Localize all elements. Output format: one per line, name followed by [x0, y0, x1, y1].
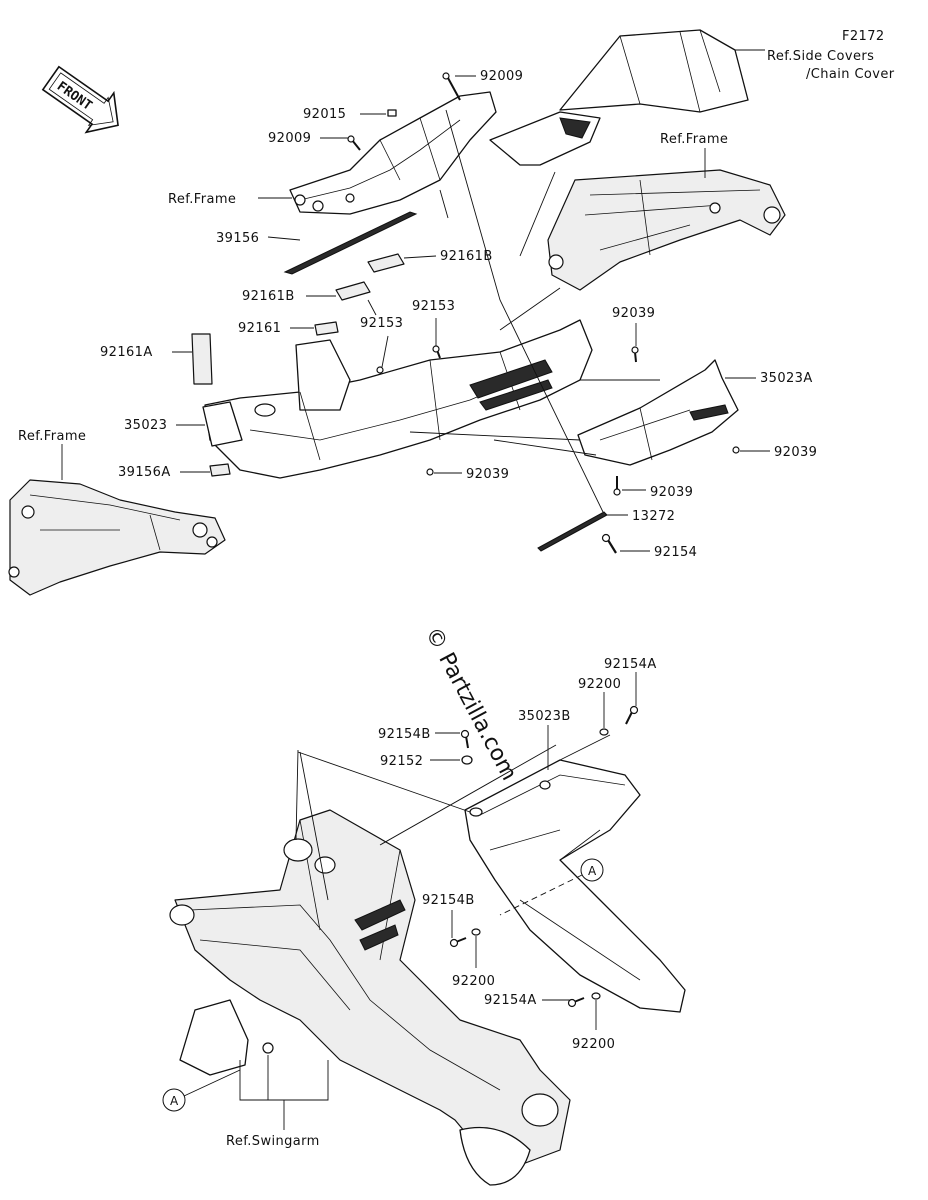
undertray-main	[204, 319, 593, 479]
label-92161A: 92161A	[100, 345, 153, 360]
front-arrow: FRONT	[41, 65, 119, 134]
label-92039-c: 92039	[774, 445, 817, 460]
label-92152: 92152	[380, 754, 423, 769]
bolt-92154A-b	[567, 997, 585, 1008]
callout-a-left	[162, 1088, 186, 1112]
ref-frame-left-label: Ref.Frame	[18, 429, 86, 444]
washer-92200-b	[471, 928, 481, 936]
label-92161B-b: 92161B	[242, 289, 295, 304]
pad-92161	[314, 321, 339, 336]
label-92161: 92161	[238, 321, 281, 336]
bolt-92009-a	[442, 72, 461, 101]
washer-92200-c	[591, 992, 601, 1000]
label-92039-b: 92039	[466, 467, 509, 482]
label-35023B: 35023B	[518, 709, 571, 724]
bolt-92009-b	[347, 135, 361, 151]
bolt-92153-b	[432, 345, 441, 359]
bolt-92039-a	[631, 346, 639, 363]
cover-35023	[202, 401, 243, 447]
label-39156A: 39156A	[118, 465, 171, 480]
ref-chain-cover-label: /Chain Cover	[806, 67, 895, 82]
upper-bracket	[289, 91, 497, 215]
label-92015: 92015	[303, 107, 346, 122]
bolt-92154A-a	[625, 705, 639, 725]
swingarm-ref	[169, 809, 571, 1186]
label-35023: 35023	[124, 418, 167, 433]
bolt-92154B-b	[449, 937, 467, 948]
bolt-92153-c	[376, 366, 384, 374]
label-92009-b: 92009	[268, 131, 311, 146]
bolt-92154B-a	[460, 729, 470, 749]
bolt-92039-d	[613, 476, 621, 496]
label-92039-a: 92039	[612, 306, 655, 321]
label-92161B-a: 92161B	[440, 249, 493, 264]
figure-code: F2172	[842, 29, 885, 44]
label-92154B-a: 92154B	[378, 727, 431, 742]
label-13272: 13272	[632, 509, 675, 524]
pad-92161A	[191, 333, 213, 385]
frame-ref-left	[8, 479, 226, 596]
callout-a-left-label: A	[170, 1094, 179, 1108]
label-92153-b: 92153	[412, 299, 455, 314]
label-92154A-a: 92154A	[604, 657, 657, 672]
swingarm-bracket	[179, 999, 274, 1076]
label-92154B-b: 92154B	[422, 893, 475, 908]
bolt-92154	[601, 533, 617, 554]
label-92153-a: 92153	[360, 316, 403, 331]
label-92039-d: 92039	[650, 485, 693, 500]
clip-92015	[387, 109, 397, 117]
chain-guard-35023B	[464, 759, 686, 1013]
label-39156: 39156	[216, 231, 259, 246]
undercowl-35023A	[577, 359, 739, 466]
label-92154A-b: 92154A	[484, 993, 537, 1008]
label-92009-a: 92009	[480, 69, 523, 84]
washer-92200-a	[599, 728, 609, 736]
strip-13272	[537, 511, 608, 552]
label-92200-c: 92200	[572, 1037, 615, 1052]
label-35023A: 35023A	[760, 371, 813, 386]
ref-swingarm-label: Ref.Swingarm	[226, 1134, 320, 1149]
ref-frame-upper-label: Ref.Frame	[660, 132, 728, 147]
pad-39156A	[209, 463, 231, 477]
side-cover-ref	[489, 29, 749, 166]
label-92200-a: 92200	[578, 677, 621, 692]
frame-ref-upper	[547, 169, 786, 291]
ref-side-covers-label: Ref.Side Covers	[767, 49, 874, 64]
ref-frame-top-label: Ref.Frame	[168, 192, 236, 207]
callout-a-right-label: A	[588, 864, 597, 878]
grommet-92152	[461, 755, 473, 765]
label-92154: 92154	[654, 545, 697, 560]
callout-a-right	[580, 858, 604, 882]
seal-strip-39156	[283, 211, 418, 275]
pad-92161B-b	[335, 281, 371, 301]
label-92200-b: 92200	[452, 974, 495, 989]
pad-92161B-a	[367, 253, 405, 273]
bolt-92039-c	[732, 446, 740, 454]
bolt-92039-b	[426, 468, 434, 476]
